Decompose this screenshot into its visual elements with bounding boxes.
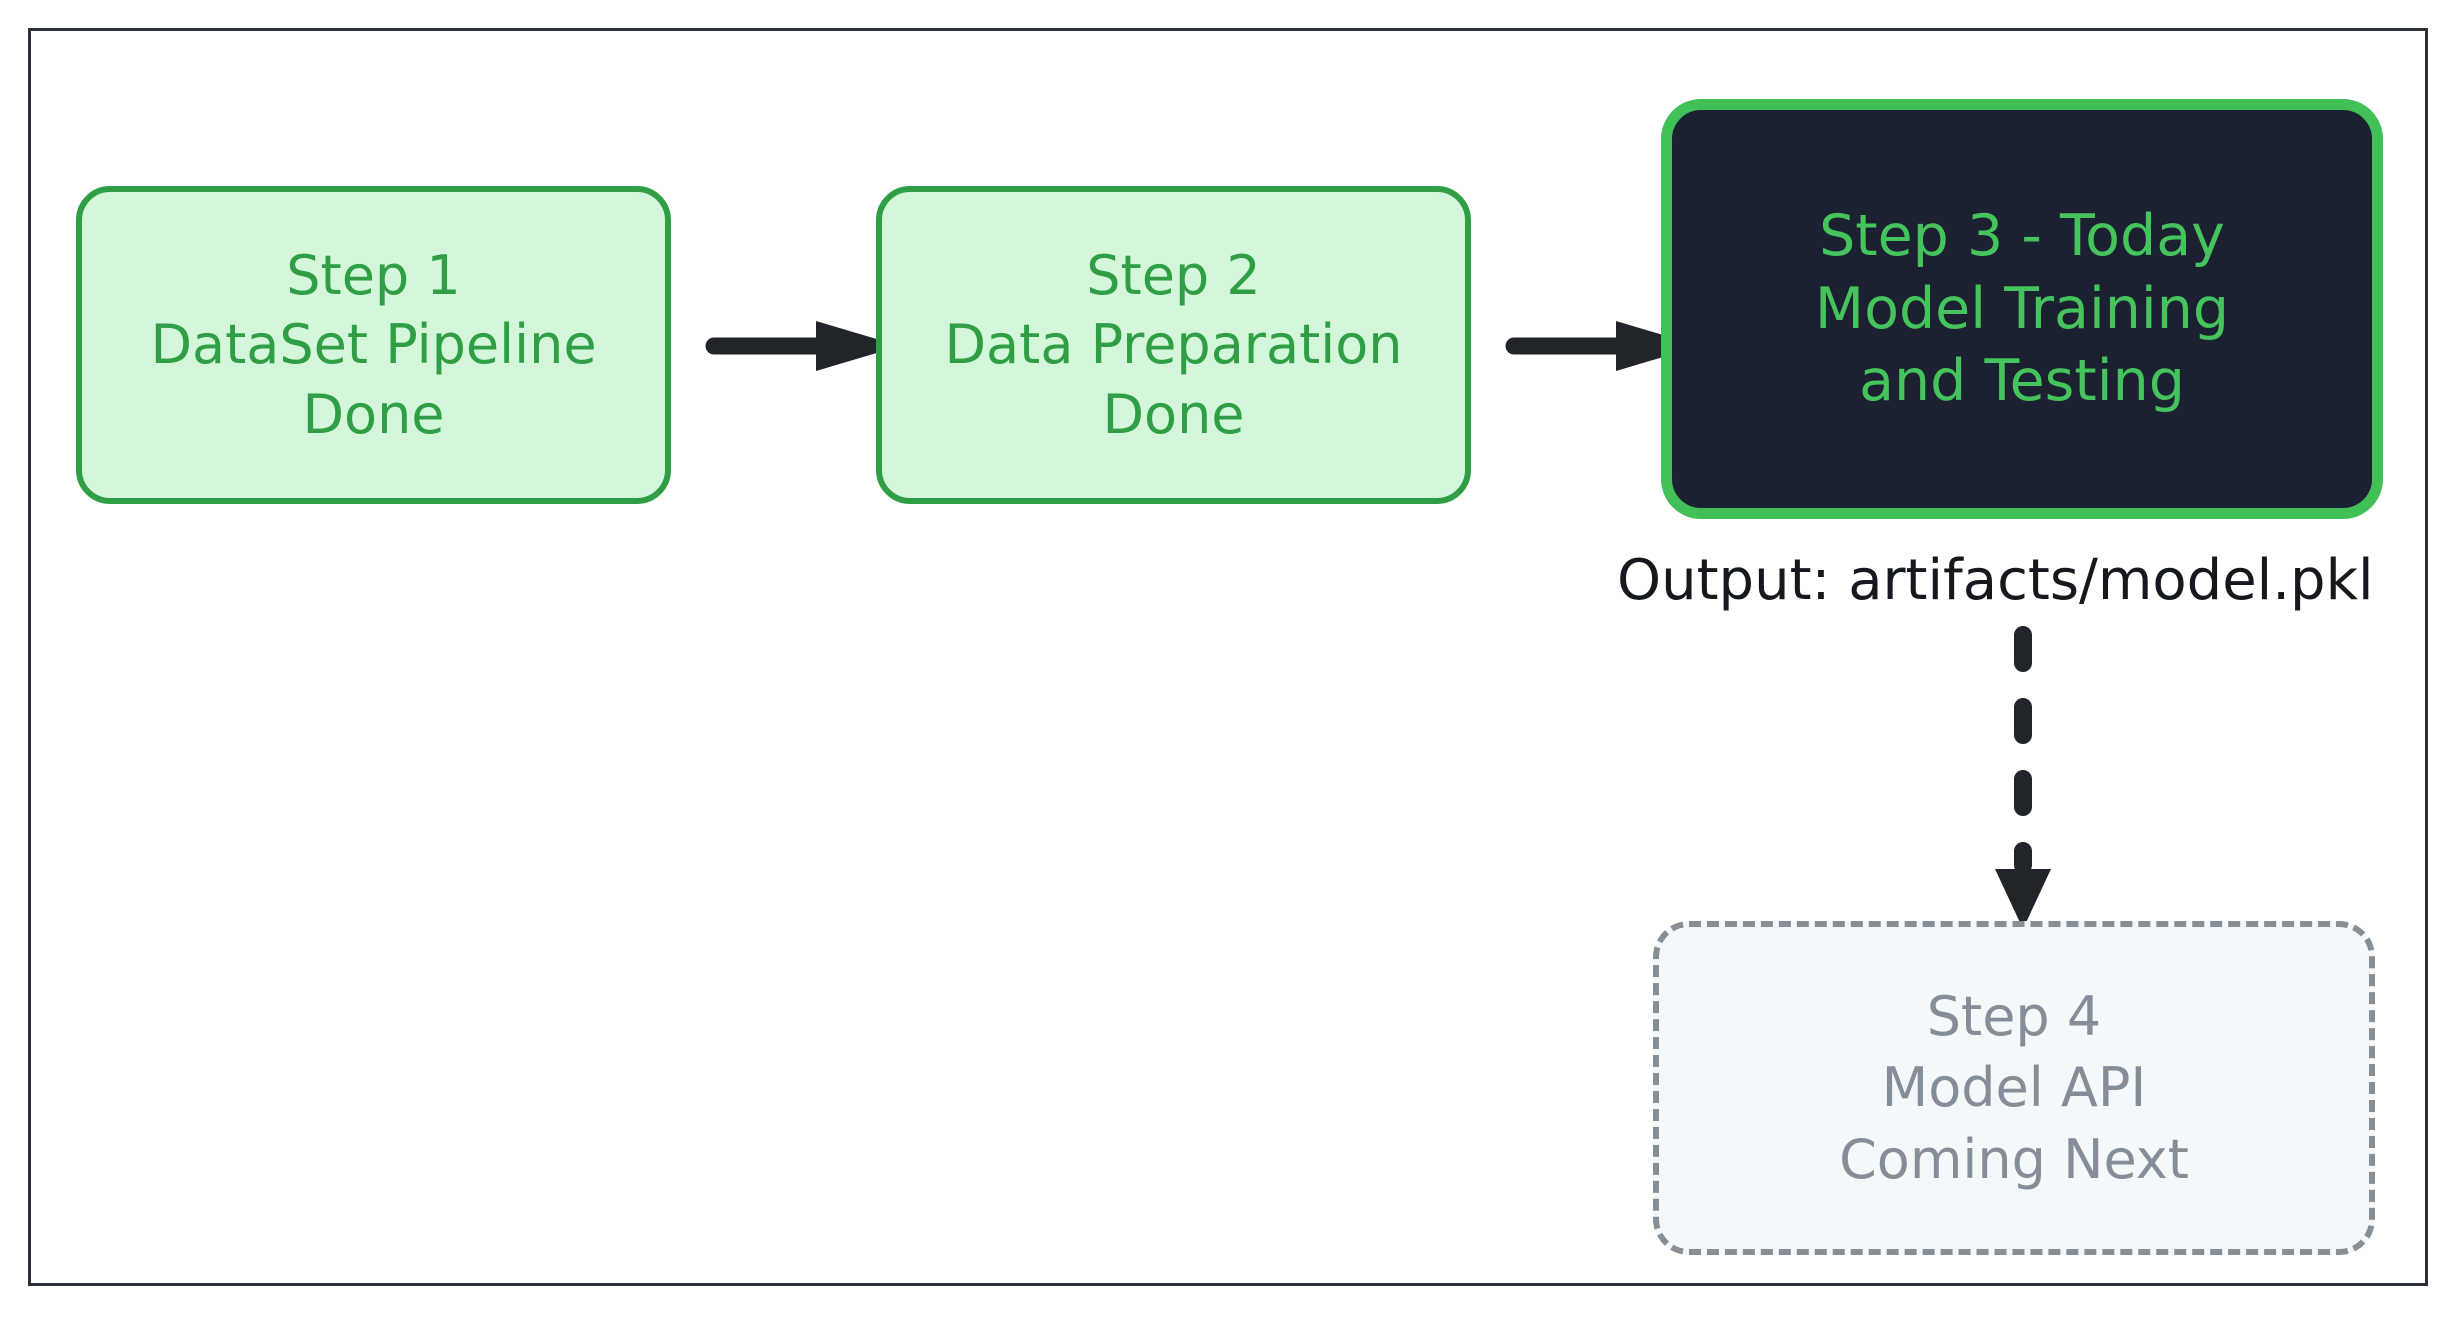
node-step-3-line-2: Model Training: [1814, 275, 2230, 342]
output-label: Output: artifacts/model.pkl: [1617, 548, 2374, 613]
node-step-1[interactable]: Step 1 DataSet Pipeline Done: [76, 186, 671, 504]
node-step-4-line-3: Coming Next: [1839, 1127, 2189, 1191]
node-step-4[interactable]: Step 4 Model API Coming Next: [1653, 921, 2375, 1255]
arrow-step2-step3: [1501, 321, 1706, 371]
node-step-1-line-1: Step 1: [286, 244, 461, 308]
diagram-frame: Step 1 DataSet Pipeline Done Step 2 Data…: [28, 28, 2428, 1286]
node-step-2[interactable]: Step 2 Data Preparation Done: [876, 186, 1471, 504]
node-step-2-line-1: Step 2: [1086, 244, 1261, 308]
node-step-4-line-2: Model API: [1881, 1056, 2147, 1120]
node-step-3-line-3: and Testing: [1859, 348, 2185, 415]
node-step-4-line-1: Step 4: [1926, 985, 2102, 1049]
arrow-step3-step4: [1993, 626, 2053, 929]
node-step-1-line-2: DataSet Pipeline: [150, 313, 597, 377]
node-step-2-line-3: Done: [1102, 382, 1245, 446]
node-step-3-line-1: Step 3 - Today: [1819, 202, 2225, 269]
arrow-step1-step2: [701, 321, 906, 371]
node-step-3[interactable]: Step 3 - Today Model Training and Testin…: [1661, 99, 2383, 519]
node-step-1-line-3: Done: [302, 382, 445, 446]
node-step-2-line-2: Data Preparation: [944, 313, 1403, 377]
